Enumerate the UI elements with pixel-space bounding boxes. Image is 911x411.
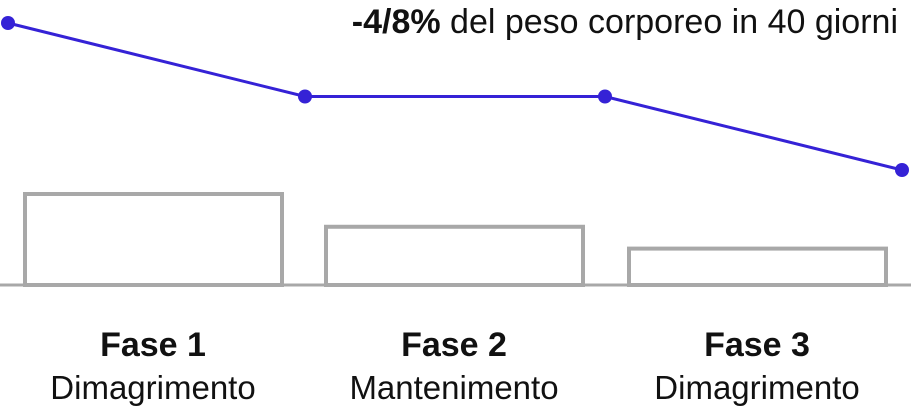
bar-phase-2 — [324, 224, 585, 287]
trend-point-4 — [895, 163, 909, 177]
headline-text: del peso corporeo in 40 giorni — [440, 3, 898, 41]
phase-3-description: Dimagrimento — [654, 369, 860, 406]
chart-headline: -4/8% del peso corporeo in 40 giorni — [352, 2, 898, 42]
phase-2-name: Fase 2 — [401, 326, 507, 364]
phase-3-label: Fase 3 Dimagrimento — [612, 323, 902, 409]
phase-3-name: Fase 3 — [704, 326, 810, 364]
phase-1-name: Fase 1 — [100, 326, 206, 364]
trend-point-2 — [298, 89, 312, 104]
weight-trend-line — [7, 21, 903, 172]
phase-1-label: Fase 1 Dimagrimento — [8, 323, 298, 409]
trend-point-1 — [1, 16, 15, 30]
phase-1-description: Dimagrimento — [50, 369, 256, 406]
trend-point-3 — [598, 89, 612, 104]
bars-layer — [23, 192, 888, 288]
phase-2-description: Mantenimento — [349, 369, 559, 406]
trend-points — [1, 16, 909, 177]
bar-phase-1 — [23, 192, 284, 287]
phase-2-label: Fase 2 Mantenimento — [309, 323, 599, 409]
headline-value: -4/8% — [351, 3, 441, 41]
bar-phase-3 — [627, 246, 888, 288]
